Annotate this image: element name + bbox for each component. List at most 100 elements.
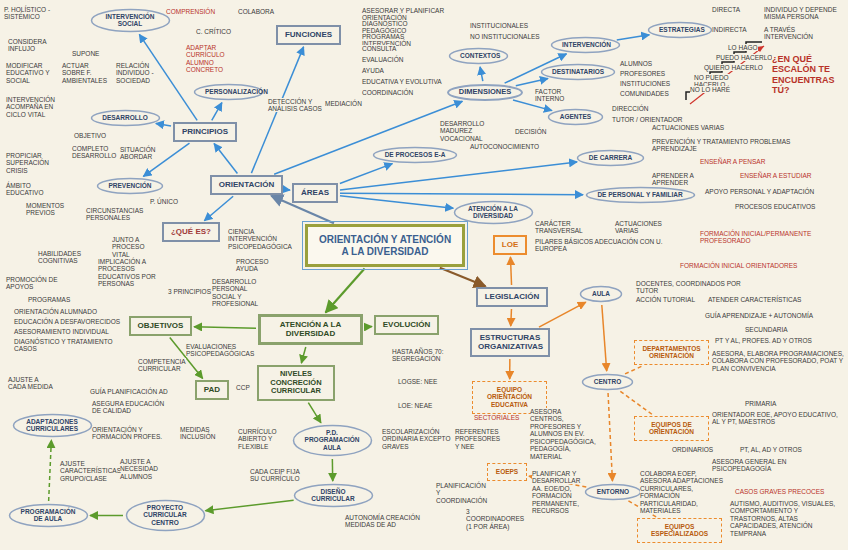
note-label: ENSEÑAR A PENSAR — [700, 158, 765, 165]
note-text: LOE: NEAE — [398, 402, 448, 409]
node-text: DIMENSIONES — [458, 88, 512, 97]
note-text: REFERENTES PROFESORES Y NEE — [455, 428, 505, 450]
note-label: DETECCIÓN Y ANÁLISIS CASOS — [268, 98, 322, 112]
note-label: ASEGURA EDUCACIÓN DE CALIDAD — [92, 400, 164, 414]
note-label: FACTOR INTERNO — [535, 88, 564, 102]
note-text: PROFESORES — [620, 70, 670, 77]
note-text: JUNTO A PROCESO VITAL — [112, 236, 160, 258]
note-text: PUEDO HACERLO — [716, 54, 776, 61]
ellipse-shape — [542, 65, 615, 80]
note-text: INSTITUCIONALES — [470, 22, 532, 29]
note-text: P. HOLÍSTICO - SISTÉMICO — [4, 6, 66, 21]
note-label: ASESORA GENERAL EN PSICOPEDAGOGÍA — [712, 458, 787, 472]
node-text: ORIENTACIÓN Y ATENCIÓN A LA DIVERSIDAD — [318, 234, 452, 257]
note-text: FORMACIÓN INICIAL/PERMANENTE PROFESORADO — [700, 230, 840, 245]
note-text: GUÍA APRENDIZAJE + AUTONOMÍA — [705, 312, 840, 319]
note-label: EVALUACIÓN — [362, 56, 403, 63]
note-label: AUTOCONOCIMIENTO — [470, 143, 539, 150]
ellipse-shape — [92, 111, 160, 126]
note-label: CURRÍCULO ABIERTO Y FLEXIBLE — [238, 428, 277, 450]
note-text: DETECCIÓN Y ANÁLISIS CASOS — [268, 98, 322, 113]
note-text: EDUCATIVA Y EVOLUTIVA — [362, 78, 442, 85]
note-label: DIAGNÓSTICO Y TRATAMIENTO CASOS — [14, 338, 113, 352]
note-text: ORIENTADOR EOE, APOYO EDUCATIVO, AL Y PT… — [712, 411, 844, 426]
note-text: IMPLICACIÓN A PROCESOS EDUCATIVOS POR PE… — [98, 258, 170, 288]
connector — [510, 257, 511, 285]
ellipse-node: DE CARRERA — [576, 149, 645, 167]
note-label: 3 PRINCIPIOS — [168, 288, 211, 295]
note-text: RELACIÓN INDIVIDUO - SOCIEDAD — [116, 62, 168, 84]
topic-box: OBJETIVOS — [129, 316, 192, 336]
note-label: ORIENTACIÓN Y FORMACIÓN PROFES. — [92, 426, 162, 440]
ellipse-shape — [649, 23, 712, 38]
node-text: DEPARTAMENTOS ORIENTACIÓN — [642, 345, 701, 360]
topic-box: NIVELES CONCRECIÓN CURRICULAR — [257, 365, 335, 401]
note-text: ENSEÑAR A PENSAR — [700, 158, 770, 165]
note-text: AUTISMO, AUDITIVOS, VISUALES, COMPORTAMI… — [730, 500, 842, 537]
note-text: EDUCACIÓN A DESFAVORECIDOS — [14, 318, 124, 325]
note-label: AJUSTE A NECESIDAD ALUMNOS — [120, 458, 158, 480]
topic-box: ORIENTACIÓN — [210, 175, 283, 195]
note-text: CURRÍCULO ABIERTO Y FLEXIBLE — [238, 428, 290, 450]
note-label: COMPRENSIÓN — [166, 8, 215, 15]
node-text: CONTEXTOS — [460, 52, 496, 59]
note-text: COLABORA — [238, 8, 278, 15]
note-text: AYUDA — [362, 67, 402, 74]
note-text: ASESORA CENTROS, PROFESORES Y ALUMNOS EN… — [530, 408, 592, 460]
note-text: 3 PRINCIPIOS — [168, 288, 213, 295]
note-text: DIRECTA — [712, 6, 752, 13]
note-text: CONSIDERA INFLUJO — [8, 38, 68, 53]
note-label: SUPONE — [72, 50, 99, 57]
ellipse-node: CENTRO — [581, 373, 634, 391]
note-text: CADA CEIP FIJA SU CURRÍCULO — [250, 468, 300, 483]
note-label: INDIVIDUO Y DEPENDE MISMA PERSONA — [764, 6, 837, 20]
note-text: PROGRAMAS — [28, 296, 78, 303]
note-label: ACTUACIONES VARIAS — [615, 220, 662, 234]
ellipse-node: DISEÑO CURRICULAR — [293, 483, 373, 508]
note-label: EDUCACIÓN A DESFAVORECIDOS — [14, 318, 120, 325]
note-label: DECISIÓN — [515, 128, 546, 135]
ellipse-shape — [448, 85, 522, 100]
ellipse-shape — [295, 485, 373, 507]
topic-box: FUNCIONES — [276, 25, 341, 45]
note-text: COMPETENCIA CURRICULAR — [138, 358, 186, 373]
note-text: CCP — [236, 384, 256, 391]
node-text: INTERVENCIÓN SOCIAL — [102, 13, 158, 28]
note-label: MODIFICAR EDUCATIVO Y SOCIAL — [6, 62, 49, 84]
note-label: ALUMNOS — [620, 60, 652, 67]
note-text: NO LO HARÉ — [690, 86, 740, 93]
central-node: ORIENTACIÓN Y ATENCIÓN A LA DIVERSIDAD — [305, 224, 465, 267]
note-label: AUTONOMÍA CREACIÓN MEDIDAS DE AD — [345, 514, 420, 528]
note-text: ORDINARIOS — [672, 446, 727, 453]
node-text: EQUIPO ORIENTACIÓN EDUCATIVA — [480, 386, 539, 408]
note-text: COMPLETO DESARROLLO — [72, 145, 116, 160]
note-label: EVALUACIONES PSICOPEDAGÓGICAS — [186, 343, 254, 357]
node-text: EVOLUCIÓN — [382, 320, 431, 329]
note-text: GUÍA PLANIFICACIÓN AD — [90, 388, 185, 395]
connector — [602, 305, 607, 371]
note-label: PRIMARIA — [745, 400, 776, 407]
note-label: ORIENTADOR EOE, APOYO EDUCATIVO, AL Y PT… — [712, 411, 838, 425]
node-text: PRINCIPIOS — [181, 127, 229, 136]
note-text: APOYO PERSONAL Y ADAPTACIÓN — [705, 188, 835, 195]
ellipse-shape — [587, 188, 695, 203]
connector — [340, 162, 577, 190]
note-text: QUIERO HACERLO — [704, 64, 764, 71]
note-label: DOCENTES, COORDINADOS POR TUTOR — [636, 280, 741, 294]
note-text: PT, AL, AD Y OTROS — [740, 446, 830, 453]
note-text: ATENDER CARACTERÍSTICAS — [708, 296, 818, 303]
note-label: LOE: NEAE — [398, 402, 432, 409]
connector — [90, 515, 123, 517]
node-text: PAD — [203, 385, 221, 394]
note-label: CIENCIA INTERVENCIÓN PSICOPEDAGÓGICA — [228, 228, 292, 250]
ellipse-node: PROGRAMACIÓN DE AULA — [8, 503, 88, 528]
node-text: DE CARRERA — [588, 154, 633, 161]
topic-box: PRINCIPIOS — [173, 122, 237, 142]
note-label: DIRECTA — [712, 6, 740, 13]
note-label: INTERVENCIÓN ACOMPAÑA EN CICLO VITAL — [6, 96, 55, 118]
note-text: APRENDER A APRENDER — [652, 172, 727, 187]
note-text: ADAPTAR CURRÍCULO ALUMNO CONCRETO — [186, 44, 248, 74]
note-text: DESARROLLO MADUREZ VOCACIONAL — [440, 120, 510, 142]
connector — [365, 326, 372, 328]
note-text: ASESORA, ELABORA PROGRAMACIONES, COLABOR… — [712, 350, 844, 372]
